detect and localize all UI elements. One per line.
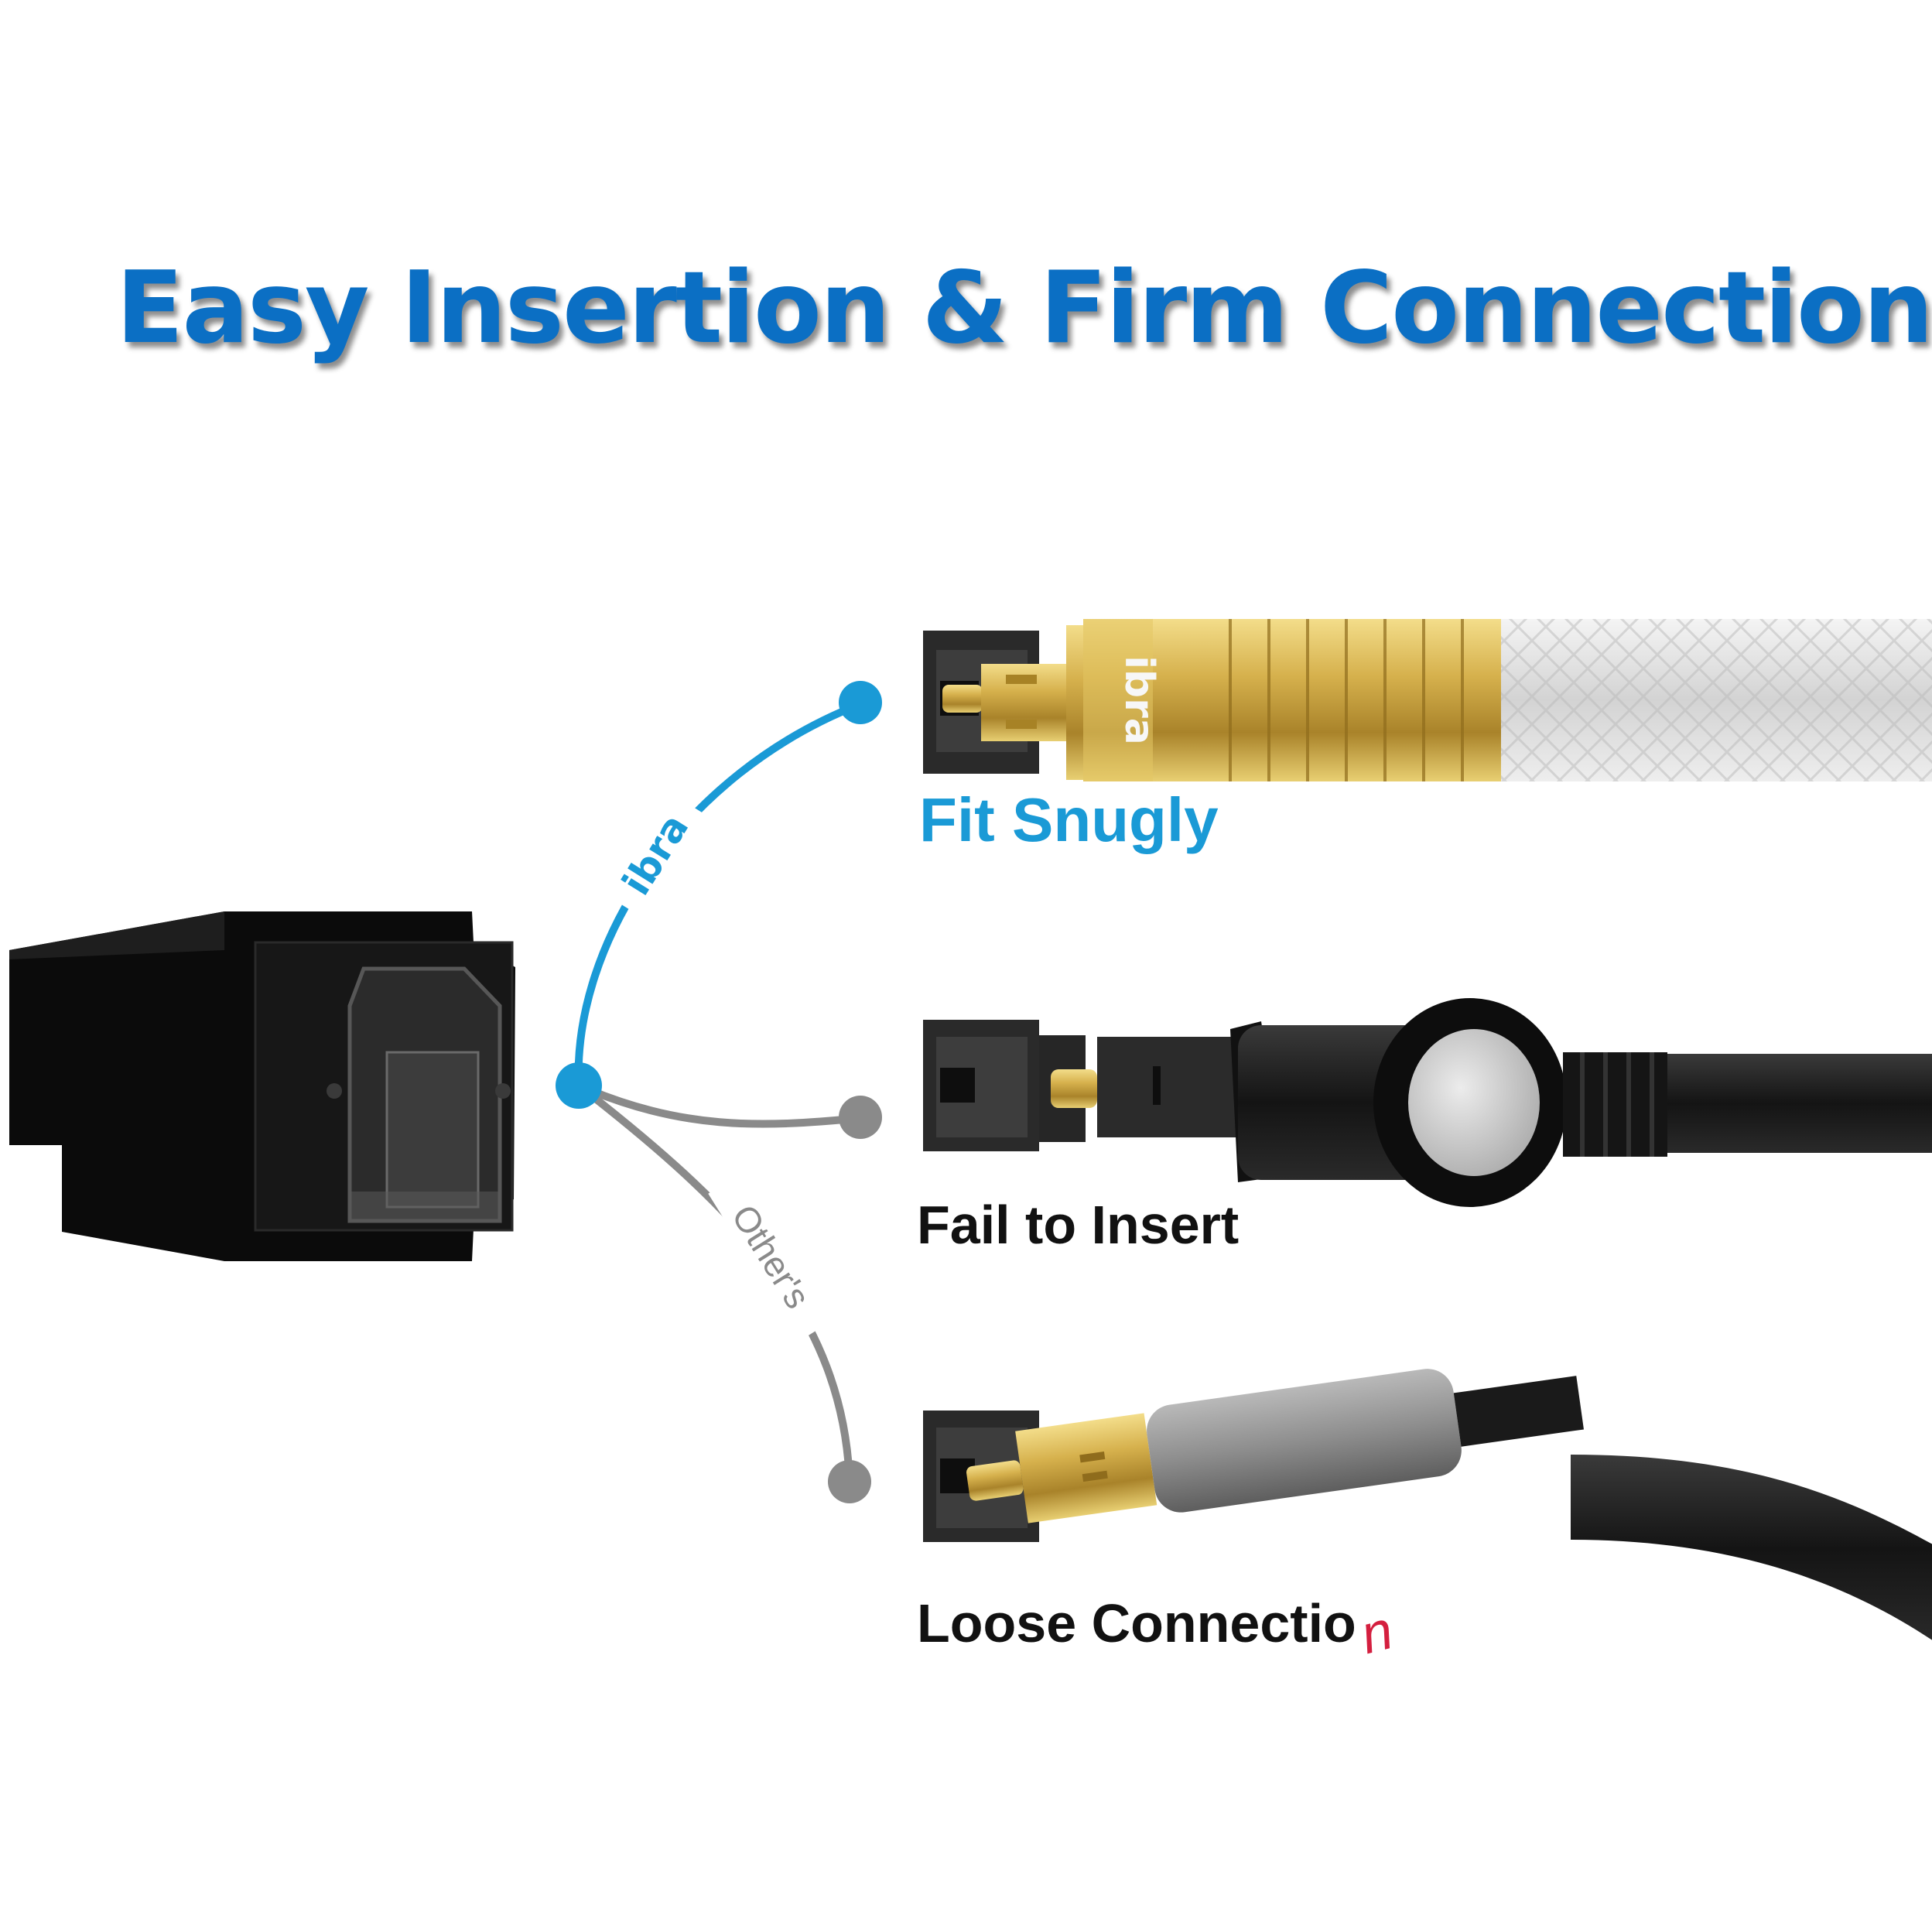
optical-port-icon (9, 911, 515, 1261)
black-angled-optical-plug-icon (923, 998, 1932, 1207)
fail-end-dot (839, 1096, 882, 1139)
good-end-dot (839, 681, 882, 724)
gold-optical-plug-icon: ibra (923, 619, 1932, 781)
fail-to-insert-caption: Fail to Insert (917, 1195, 1240, 1255)
fit-snugly-caption: Fit Snugly (919, 785, 1219, 854)
branch-curves (574, 700, 862, 1482)
loose-caption-main: Loose Connectio (917, 1593, 1356, 1653)
loose-end-dot (828, 1460, 871, 1503)
grey-optical-plug-icon (923, 1369, 1932, 1640)
good-branch-label-bg (600, 788, 707, 918)
hub-dot (556, 1062, 602, 1109)
loose-connection-caption: Loose Connection (917, 1593, 1398, 1665)
others-branch-label-bg (708, 1168, 839, 1341)
headline: Easy Insertion & Firm Connection (116, 251, 1932, 366)
brand-logo-text: ibra (1116, 655, 1162, 745)
